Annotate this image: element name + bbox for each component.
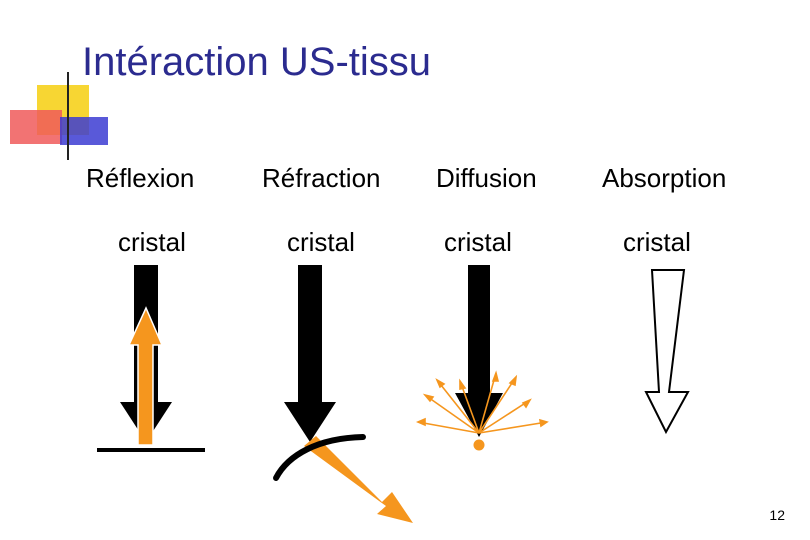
refraction-diagram <box>273 265 413 523</box>
label-refraction: Réfraction <box>262 163 381 193</box>
incident-arrow-refraction <box>284 265 336 442</box>
sublabel-absorption: cristal <box>623 227 691 257</box>
label-absorption: Absorption <box>602 163 727 193</box>
refracted-arrow <box>304 436 413 523</box>
scattering-particle <box>473 439 485 451</box>
sublabel-diffusion: cristal <box>444 227 512 257</box>
slide-title: Intéraction US-tissu <box>82 40 432 84</box>
diffusion-diagram <box>415 265 549 451</box>
reflexion-diagram <box>97 265 205 452</box>
scattered-rays <box>415 370 549 434</box>
sublabel-refraction: cristal <box>287 227 355 257</box>
page-number: 12 <box>769 507 785 523</box>
label-diffusion: Diffusion <box>436 163 537 193</box>
incident-arrow-diffusion <box>455 265 503 437</box>
sublabel-reflexion: cristal <box>118 227 186 257</box>
refracting-interface <box>273 434 366 481</box>
deco-red-square <box>10 110 62 144</box>
reflected-arrow <box>127 306 164 446</box>
absorption-diagram <box>644 269 690 435</box>
header-decoration <box>10 72 800 160</box>
attenuated-arrow <box>644 269 690 435</box>
label-reflexion: Réflexion <box>86 163 195 193</box>
